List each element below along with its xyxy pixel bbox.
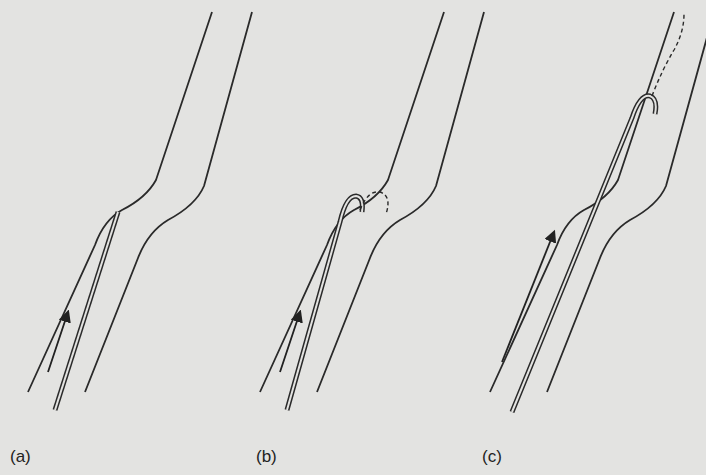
panel-c-figure <box>490 12 706 412</box>
panel-a-figure <box>28 12 252 410</box>
panel-label: (b) <box>256 447 277 467</box>
panel-label: (c) <box>482 447 502 467</box>
panel-label: (a) <box>10 447 31 467</box>
panel-b-figure <box>260 12 484 410</box>
